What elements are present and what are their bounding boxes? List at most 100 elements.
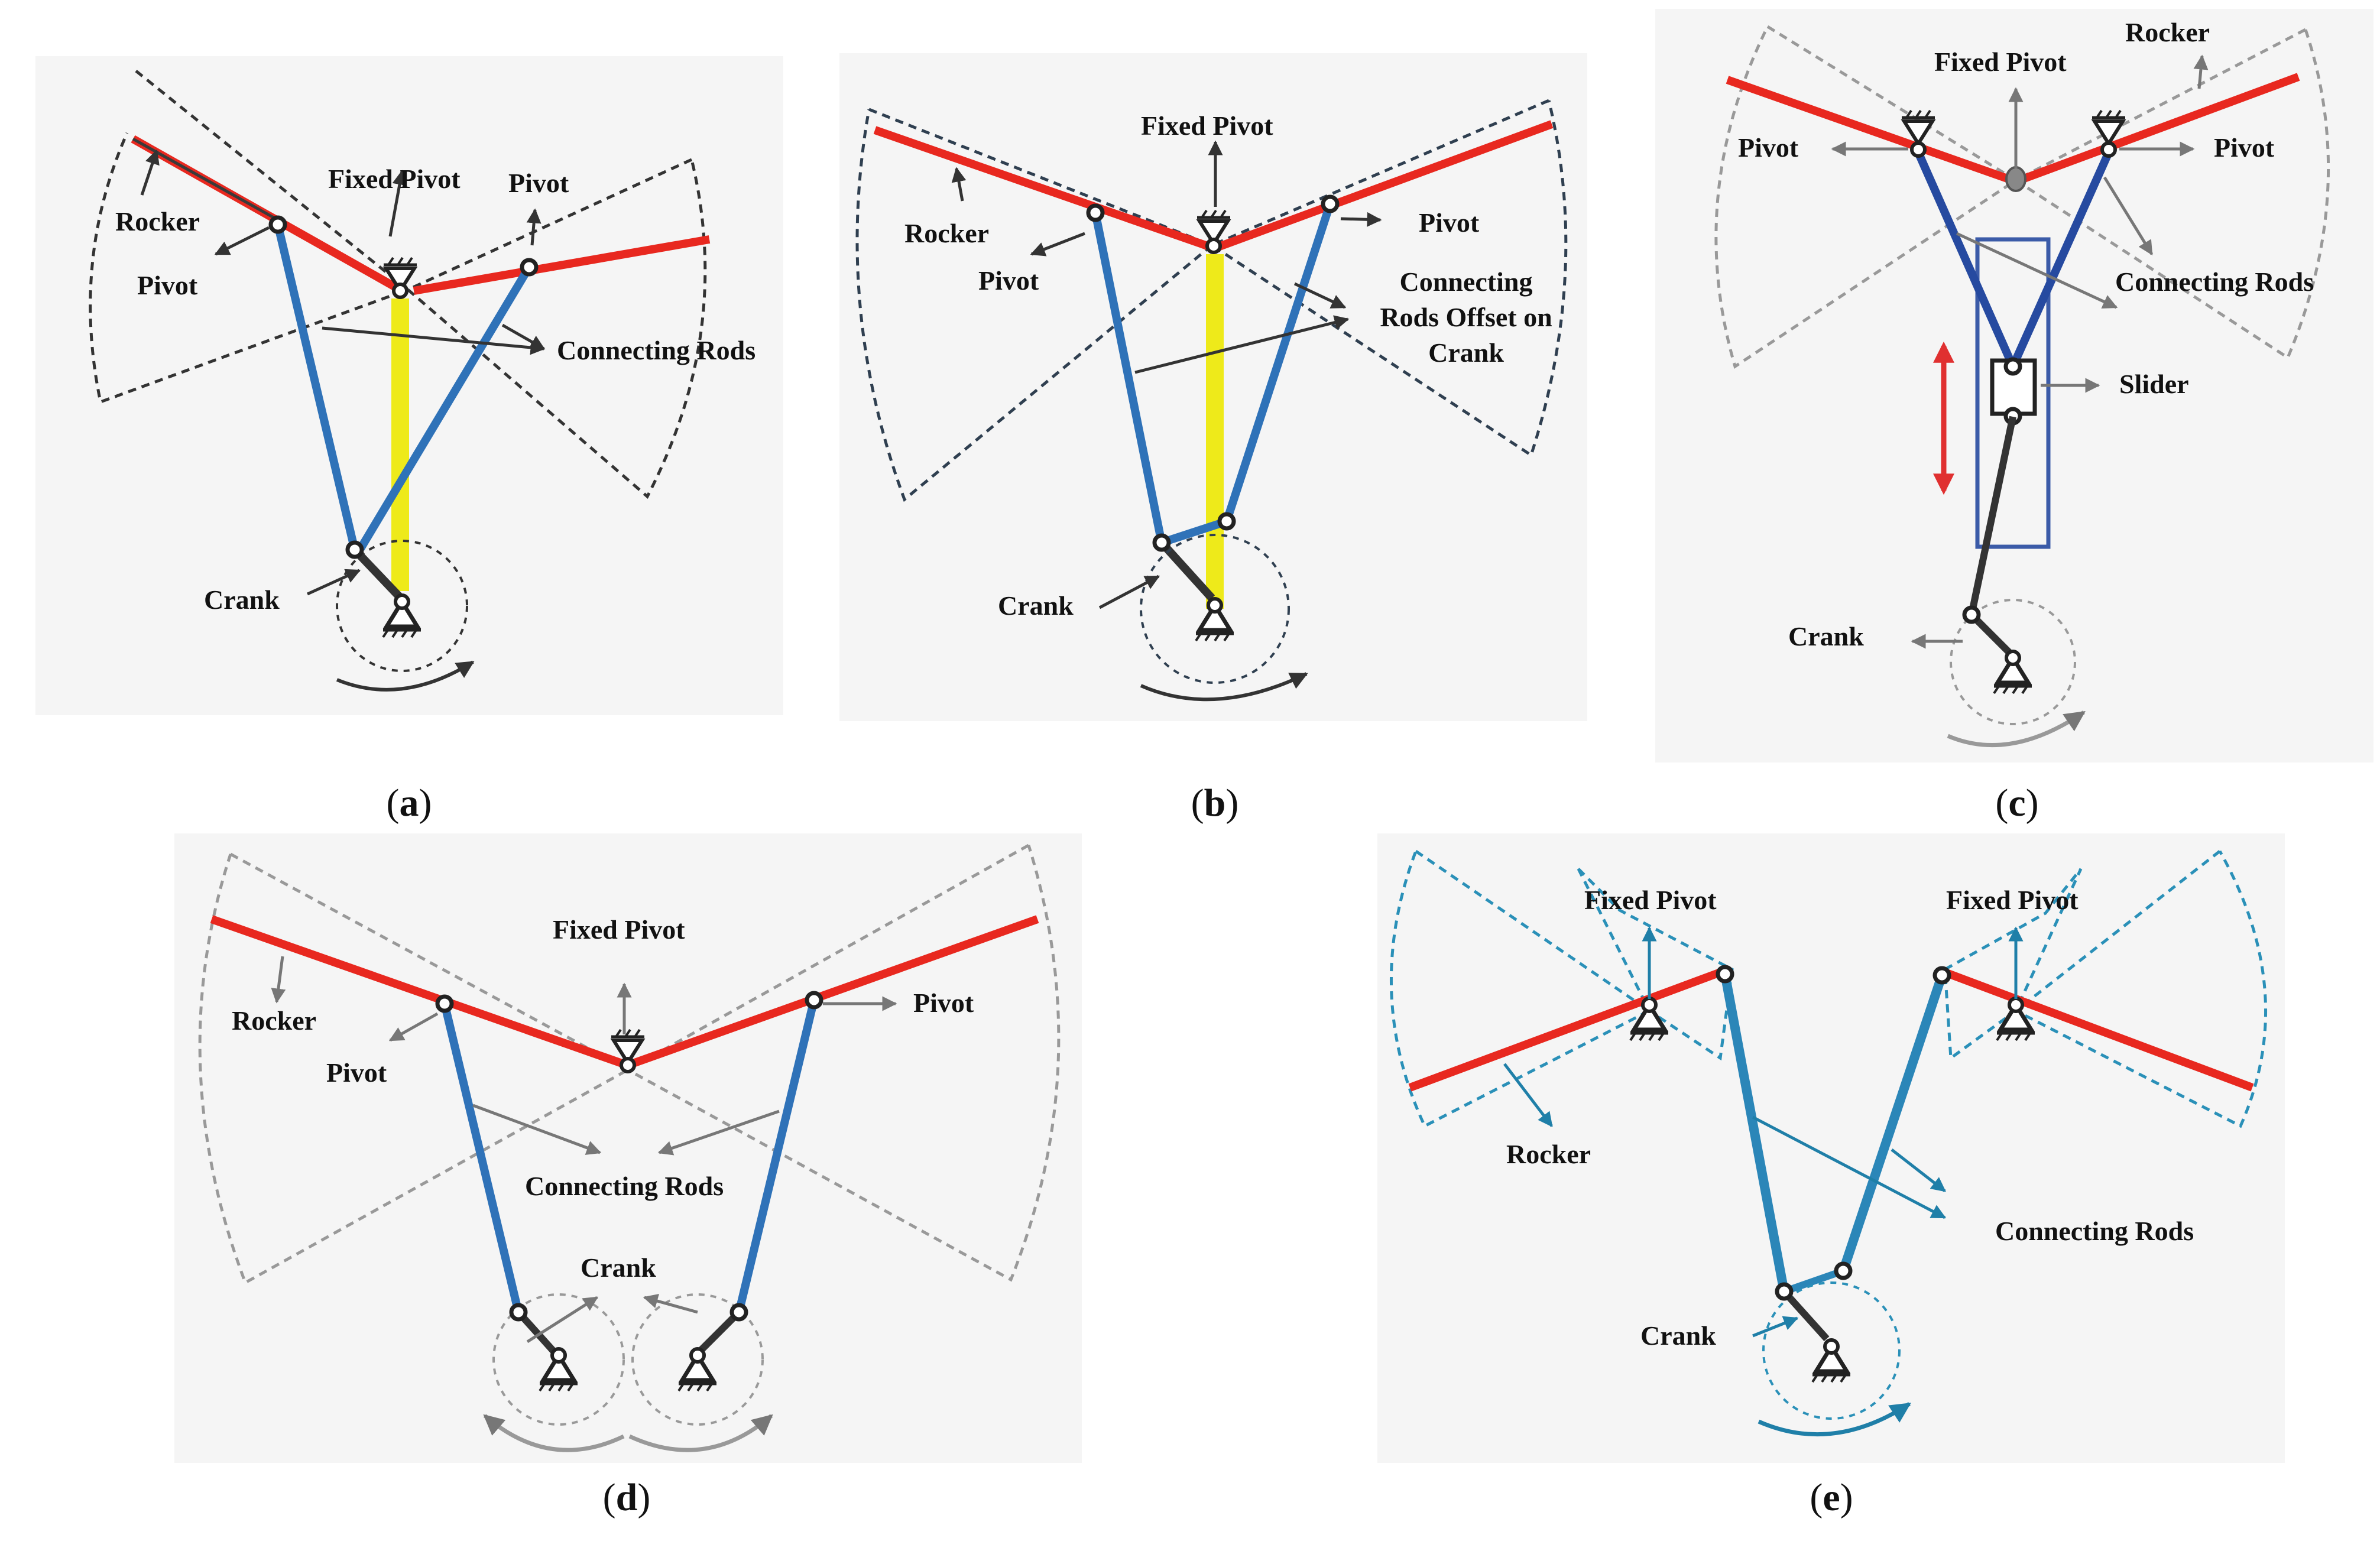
crank-circle bbox=[1140, 534, 1290, 684]
label-rocker: Rocker bbox=[2125, 17, 2210, 47]
slider-guide bbox=[1975, 237, 2051, 549]
label-connecting-rods: Connecting Rods bbox=[525, 1171, 724, 1201]
connecting-rod-left bbox=[1091, 212, 1166, 544]
label-connecting-rods: Connecting Rods bbox=[557, 335, 755, 365]
label-fixed-pivot: Fixed Pivot bbox=[328, 164, 461, 194]
label-connecting-rods: Connecting Rods bbox=[2115, 267, 2314, 297]
panel-b: Rocker Pivot Fixed Pivot Pivot Connectin… bbox=[839, 53, 1587, 721]
connecting-rod-right bbox=[1838, 974, 1947, 1273]
swing-sector-left bbox=[1390, 849, 2268, 1128]
label-pivot-right: Pivot bbox=[508, 168, 569, 198]
fixed-pivot-icon-right bbox=[1996, 997, 2035, 1041]
connecting-rod-right bbox=[356, 265, 533, 551]
crank-offset-link bbox=[1783, 1267, 1844, 1295]
label-rods-offset-on: Rods Offset on bbox=[1380, 302, 1552, 332]
label-pivot-left: Pivot bbox=[137, 270, 198, 300]
panel-a: Rocker Pivot Fixed Pivot Pivot Connectin… bbox=[35, 56, 783, 715]
rocker-bar-left bbox=[1408, 968, 1722, 1092]
crank-circle bbox=[1762, 1281, 1901, 1420]
swing-sector-left bbox=[855, 99, 1568, 502]
label-crank: Crank bbox=[1640, 1320, 1716, 1351]
rotation-arrow-left bbox=[483, 1414, 625, 1452]
crank-arm-right bbox=[695, 1309, 742, 1357]
connecting-rod-left bbox=[274, 223, 359, 551]
label-fixed-pivot: Fixed Pivot bbox=[1934, 47, 2067, 77]
label-offset-crank: Crank bbox=[1428, 338, 1504, 368]
label-pivot-left: Pivot bbox=[1738, 132, 1799, 163]
swing-sector-left bbox=[198, 843, 1061, 1285]
swing-sector-left bbox=[89, 70, 707, 499]
rocker-bar-right bbox=[2018, 73, 2300, 184]
label-crank: Crank bbox=[204, 585, 280, 615]
swing-sector-left bbox=[1714, 25, 2330, 369]
label-pivot-right: Pivot bbox=[913, 988, 974, 1018]
fixed-pivot-icon-left bbox=[1901, 109, 1936, 158]
fixed-pivot-icon-right bbox=[2091, 109, 2126, 158]
crank-circle bbox=[336, 540, 468, 672]
fixed-pivot-icon bbox=[1196, 209, 1231, 254]
caption-d: (d) bbox=[603, 1476, 651, 1519]
crank-arm bbox=[351, 547, 404, 601]
caption-b: (b) bbox=[1191, 781, 1239, 825]
panel-d: Fixed Pivot Rocker Pivot Pivot Connectin… bbox=[174, 833, 1082, 1463]
label-fixed-pivot-left: Fixed Pivot bbox=[1584, 885, 1717, 915]
label-rocker: Rocker bbox=[1506, 1139, 1591, 1169]
caption-e: (e) bbox=[1810, 1476, 1853, 1519]
ground-pivot-icon-right bbox=[677, 1347, 717, 1392]
rotation-arrow bbox=[1140, 672, 1308, 702]
label-fixed-pivot-right: Fixed Pivot bbox=[1946, 885, 2079, 915]
rocker-bar-right bbox=[1216, 120, 1554, 251]
crank-link bbox=[1968, 416, 2016, 616]
label-crank: Crank bbox=[998, 590, 1074, 621]
crank-arm bbox=[1158, 540, 1215, 601]
label-rocker: Rocker bbox=[232, 1005, 316, 1036]
rotation-arrow bbox=[336, 660, 475, 692]
fixed-pivot-icon bbox=[610, 1028, 646, 1073]
rocker-bar-left bbox=[210, 915, 625, 1068]
fixed-pivot-icon bbox=[382, 257, 418, 299]
label-fixed-pivot: Fixed Pivot bbox=[553, 914, 685, 945]
rocker-bar-left bbox=[873, 126, 1212, 251]
connecting-rod-right bbox=[1223, 202, 1334, 523]
label-rocker: Rocker bbox=[904, 218, 989, 248]
label-fixed-pivot: Fixed Pivot bbox=[1141, 111, 1273, 141]
rotation-arrow-right bbox=[628, 1414, 773, 1452]
ground-link bbox=[1206, 254, 1224, 609]
rotation-arrow bbox=[1947, 710, 2086, 747]
ground-pivot-icon-left bbox=[539, 1347, 578, 1392]
ground-pivot-icon bbox=[1993, 650, 2032, 695]
crank-circle-left bbox=[492, 1293, 625, 1426]
caption-c: (c) bbox=[1995, 781, 2038, 825]
caption-a: (a) bbox=[387, 781, 432, 825]
ground-pivot-icon bbox=[1811, 1338, 1851, 1383]
rocker-bar-left bbox=[1726, 76, 2014, 184]
rocker-bar-right bbox=[630, 915, 1039, 1068]
label-pivot-left: Pivot bbox=[978, 265, 1039, 296]
crank-offset-link bbox=[1160, 517, 1228, 547]
center-joint bbox=[2005, 166, 2026, 192]
rotation-arrow bbox=[1758, 1402, 1911, 1437]
panel-e: Fixed Pivot Fixed Pivot Rocker Connectin… bbox=[1377, 833, 2285, 1463]
label-pivot-right: Pivot bbox=[1419, 207, 1480, 238]
label-rocker: Rocker bbox=[115, 206, 200, 236]
connecting-rod-left bbox=[440, 1002, 523, 1313]
panel-c: Rocker Fixed Pivot Pivot Pivot Connectin… bbox=[1655, 9, 2373, 762]
label-pivot-right: Pivot bbox=[2214, 132, 2275, 163]
crank-arm-left bbox=[515, 1309, 559, 1357]
rocker-bar-right bbox=[1943, 968, 2254, 1092]
label-slider: Slider bbox=[2119, 369, 2189, 399]
label-pivot-left: Pivot bbox=[326, 1057, 387, 1088]
crank-circle-right bbox=[631, 1293, 764, 1426]
panel-d-background bbox=[174, 833, 1082, 1463]
crank-circle bbox=[1950, 599, 2076, 725]
ground-pivot-icon bbox=[1195, 597, 1234, 642]
label-connecting: Connecting bbox=[1400, 267, 1533, 297]
label-crank: Crank bbox=[1788, 621, 1864, 651]
connecting-rod-left bbox=[1720, 973, 1789, 1293]
connecting-rod-right bbox=[2009, 151, 2113, 368]
connecting-rod-left bbox=[1914, 151, 2017, 368]
label-crank: Crank bbox=[581, 1253, 656, 1283]
connecting-rod-right bbox=[735, 999, 818, 1313]
ground-link bbox=[391, 298, 409, 591]
